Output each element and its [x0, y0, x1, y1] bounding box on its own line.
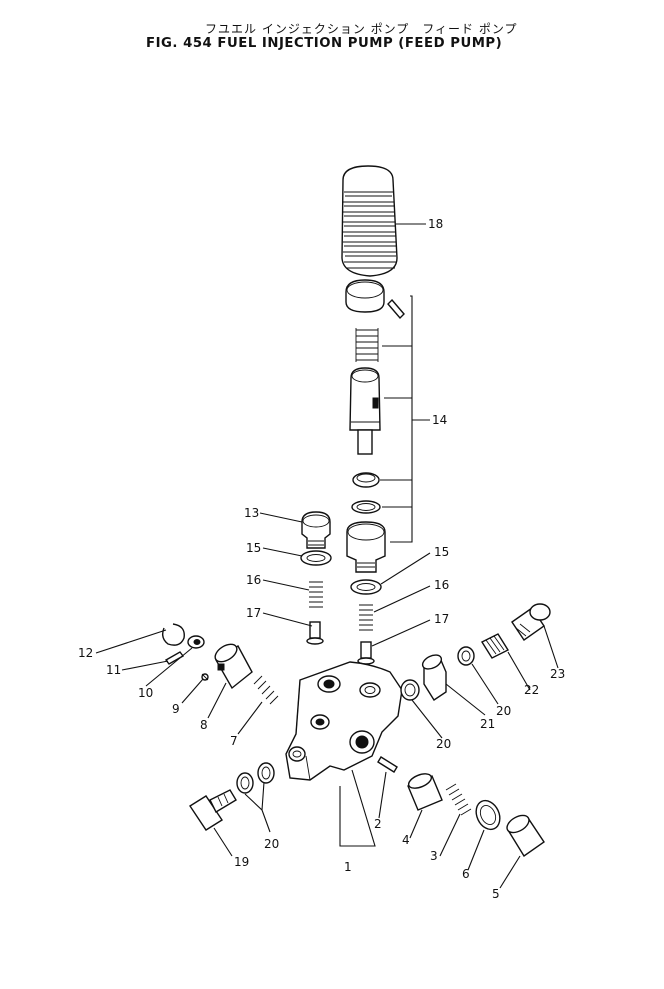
callout-18: 18 [428, 217, 443, 231]
callout-17-left: 17 [246, 606, 261, 620]
callout-7: 7 [230, 734, 238, 748]
part-14-plunger-assembly[interactable] [345, 279, 430, 573]
part-9-screw[interactable] [201, 673, 209, 681]
part-18-bellows-cover[interactable] [341, 165, 398, 277]
callout-1: 1 [344, 860, 352, 874]
callout-5: 5 [492, 887, 500, 901]
part-16-spring-left[interactable] [309, 581, 323, 608]
part-8-cap[interactable] [212, 641, 253, 690]
part-23-plug[interactable] [511, 603, 551, 641]
callout-15-left: 15 [246, 541, 261, 555]
figure-title-japanese: フユエル インジェクション ポンプ フィード ポンプ [205, 22, 518, 36]
part-5-plug[interactable] [504, 812, 545, 857]
callout-4: 4 [402, 833, 410, 847]
callout-9: 9 [172, 702, 180, 716]
part-7-spring[interactable] [253, 675, 279, 705]
part-4-sleeve[interactable] [407, 771, 443, 811]
callout-10: 10 [138, 686, 153, 700]
part-20-gaskets-left[interactable] [236, 762, 275, 794]
callout-20-left: 20 [264, 837, 279, 851]
figure-title: FIG. 454 FUEL INJECTION PUMP (FEED PUMP) [146, 36, 503, 51]
callout-20-right: 20 [496, 704, 511, 718]
callout-11: 11 [106, 663, 121, 677]
part-3-spring[interactable] [445, 783, 472, 816]
part-10-washer[interactable] [187, 635, 205, 649]
callout-14: 14 [432, 413, 447, 427]
callout-19: 19 [234, 855, 249, 869]
callout-15-right: 15 [434, 545, 449, 559]
part-6-gasket[interactable] [472, 797, 505, 833]
part-17-valve-left[interactable] [306, 621, 324, 645]
callout-17-right: 17 [434, 612, 449, 626]
part-17-valve-right[interactable] [357, 641, 375, 665]
callout-16-left: 16 [246, 573, 261, 587]
leader-lines [95, 223, 559, 889]
callout-12: 12 [78, 646, 93, 660]
part-21-elbow[interactable] [420, 652, 447, 701]
part-12-snap-ring[interactable] [161, 623, 185, 646]
callout-8: 8 [200, 718, 208, 732]
callout-13: 13 [244, 506, 259, 520]
callout-22: 22 [524, 683, 539, 697]
part-15-washer-left[interactable] [300, 550, 332, 566]
part-2-pin[interactable] [377, 756, 398, 773]
part-20-gasket-right[interactable] [457, 646, 475, 666]
part-1-pump-body[interactable] [285, 661, 403, 781]
callout-21: 21 [480, 717, 495, 731]
part-13-plug[interactable] [301, 511, 331, 549]
part-15-washer-right[interactable] [350, 579, 382, 595]
callout-3: 3 [430, 849, 438, 863]
callout-2: 2 [374, 817, 382, 831]
callout-16-right: 16 [434, 578, 449, 592]
part-19-banjo-bolt[interactable] [189, 789, 237, 831]
part-20-gasket-middle[interactable] [400, 679, 420, 701]
callout-6: 6 [462, 867, 470, 881]
part-22-filter[interactable] [480, 633, 510, 659]
callout-23: 23 [550, 667, 565, 681]
part-16-spring-right[interactable] [359, 604, 373, 631]
callout-20-middle: 20 [436, 737, 451, 751]
